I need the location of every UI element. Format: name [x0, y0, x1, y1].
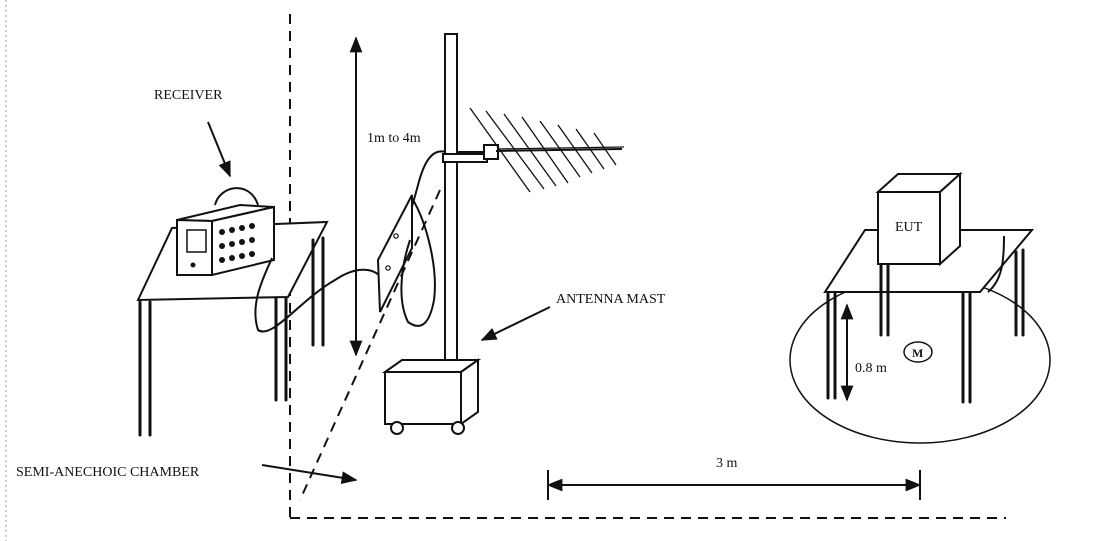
mast-wheel [451, 421, 465, 435]
chamber-label: SEMI-ANECHOIC CHAMBER [16, 465, 200, 480]
antenna-elements [469, 107, 617, 193]
turntable-motor-icon [903, 341, 933, 363]
receiver-label: RECEIVER [154, 88, 223, 103]
antenna-mast [444, 33, 458, 373]
receiver-instrument [176, 187, 275, 277]
eut-box [875, 171, 963, 267]
reflection-ray [299, 189, 441, 501]
antenna-mast-label: ANTENNA MAST [556, 292, 666, 307]
log-periodic-antenna [442, 107, 625, 193]
receiver-pointer [207, 121, 231, 178]
mast-base [381, 358, 482, 435]
mast-wheel [390, 421, 404, 435]
table-height-label: 0.8 m [855, 361, 887, 376]
height-range-label: 1m to 4m [367, 131, 421, 146]
receiver-screen [186, 229, 207, 253]
eut-power-cable [987, 235, 1005, 293]
chamber-boundary [289, 14, 1006, 519]
turntable-motor-symbol: M [912, 346, 923, 360]
distance-label: 3 m [716, 456, 738, 471]
eut-label: EUT [895, 220, 923, 235]
absorber-panel [376, 194, 436, 327]
receiver-buttons [219, 223, 255, 263]
receiver-knob [190, 262, 196, 268]
chamber-pointer [261, 464, 358, 485]
antenna-mast-pointer [480, 306, 551, 341]
